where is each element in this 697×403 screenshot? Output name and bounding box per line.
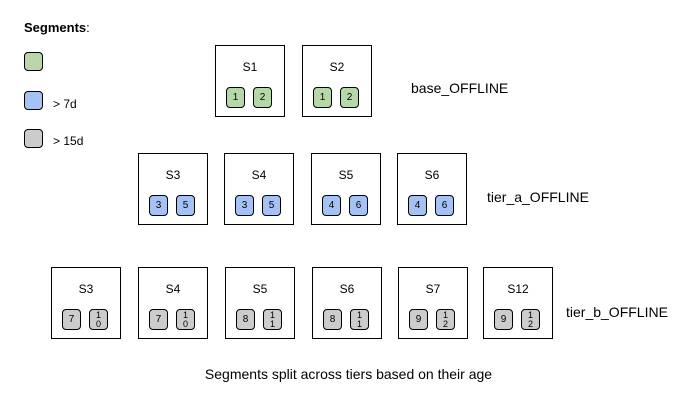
server-box: S3 3 5 <box>138 153 208 225</box>
legend-label-blue: > 7d <box>53 97 77 111</box>
segment-chip: 8 <box>236 309 255 330</box>
segment-digit: 0 <box>95 318 101 329</box>
server-name: S5 <box>338 168 354 182</box>
server-name: S3 <box>78 282 94 296</box>
segment-chip: 2 <box>253 87 272 108</box>
server-box: S4 3 5 <box>224 153 294 225</box>
segment-chip: 5 <box>262 195 281 216</box>
server-box: S1 1 2 <box>215 45 285 117</box>
segment-digit: 1 <box>269 318 275 329</box>
server-box: S2 1 2 <box>302 45 372 117</box>
server-name: S4 <box>165 282 181 296</box>
segment-chip: 1 <box>313 87 332 108</box>
segment-chip: 9 <box>409 309 428 330</box>
server-name: S1 <box>242 60 258 74</box>
server-name: S12 <box>507 282 529 296</box>
legend-swatch-blue <box>24 91 43 110</box>
segment-digit: 0 <box>182 318 188 329</box>
segment-chip: 8 <box>323 309 342 330</box>
server-name: S3 <box>165 168 181 182</box>
tier-label-tier-b: tier_b_OFFLINE <box>566 304 668 320</box>
segment-chip: 9 <box>494 309 513 330</box>
segment-digit: 1 <box>442 309 448 320</box>
segment-chip: 1 <box>226 87 245 108</box>
server-box: S5 4 6 <box>311 153 381 225</box>
tier-label-tier-a: tier_a_OFFLINE <box>487 189 589 205</box>
segment-digit: 1 <box>356 318 362 329</box>
segment-digit: 2 <box>442 318 448 329</box>
tier-label-base: base_OFFLINE <box>411 80 509 96</box>
segment-chip: 6 <box>349 195 368 216</box>
legend-label-gray: > 15d <box>53 134 84 148</box>
segment-digit: 2 <box>527 318 533 329</box>
segment-digit: 1 <box>269 309 275 320</box>
server-name: S7 <box>425 282 441 296</box>
legend-swatch-green <box>24 52 43 71</box>
segment-digit: 1 <box>527 309 533 320</box>
segment-digit: 1 <box>182 309 188 320</box>
server-name: S5 <box>252 282 268 296</box>
segment-chip: 3 <box>149 195 168 216</box>
segment-chip: 7 <box>149 309 168 330</box>
server-name: S6 <box>339 282 355 296</box>
segment-chip: 5 <box>176 195 195 216</box>
segment-digit: 1 <box>95 309 101 320</box>
legend-title: Segments: <box>24 20 90 35</box>
segment-digit: 1 <box>356 309 362 320</box>
segment-chip: 6 <box>435 195 454 216</box>
server-name: S6 <box>424 168 440 182</box>
segment-chip: 4 <box>408 195 427 216</box>
segment-chip: 3 <box>235 195 254 216</box>
segment-chip: 4 <box>322 195 341 216</box>
server-name: S2 <box>329 60 345 74</box>
diagram-caption: Segments split across tiers based on the… <box>204 366 493 382</box>
server-box: S6 4 6 <box>397 153 467 225</box>
segment-chip: 2 <box>340 87 359 108</box>
legend-swatch-gray <box>24 129 43 148</box>
segment-chip: 7 <box>62 309 81 330</box>
server-name: S4 <box>251 168 267 182</box>
